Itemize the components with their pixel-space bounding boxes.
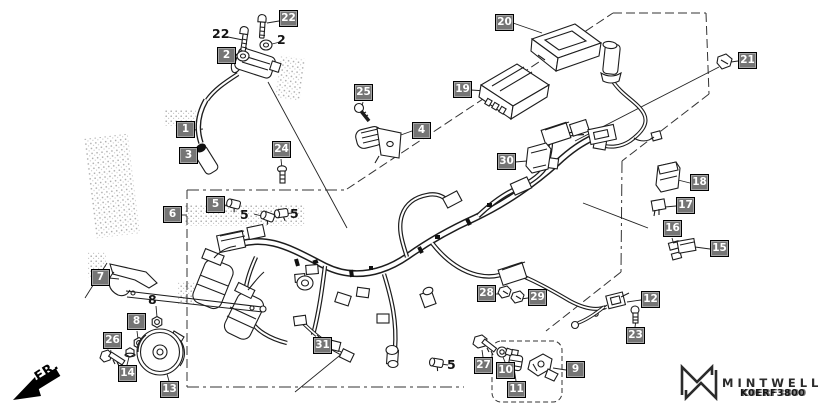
clip-28 (497, 285, 512, 299)
part-callout-26[interactable]: 26 (103, 332, 122, 349)
part-callout-17[interactable]: 17 (676, 197, 695, 214)
part-callout-1[interactable]: 1 (176, 121, 195, 138)
relay-18 (655, 161, 681, 193)
part-label-22: 22 (212, 26, 230, 41)
battery-terminal-9 (527, 353, 559, 382)
part-callout-31[interactable]: 31 (313, 337, 332, 354)
fr-arrow-icon (13, 368, 61, 400)
washer-14 (124, 347, 136, 358)
part-label-5: 5 (240, 207, 249, 222)
diagram-part-code: K0ERF3800 (740, 388, 806, 399)
bolt-27 (472, 334, 498, 356)
coil-canister (192, 245, 265, 340)
nut-8-upper (151, 315, 163, 329)
part-callout-21[interactable]: 21 (738, 52, 757, 69)
part-callout-27[interactable]: 27 (474, 357, 493, 374)
bolt-24 (276, 165, 288, 184)
part-callout-19[interactable]: 19 (453, 81, 472, 98)
part-callout-30[interactable]: 30 (497, 153, 516, 170)
horn-13 (136, 328, 186, 376)
part-callout-2[interactable]: 2 (217, 47, 236, 64)
part-callout-16[interactable]: 16 (663, 220, 682, 237)
part-callout-14[interactable]: 14 (118, 365, 137, 382)
fuse-15 (672, 237, 697, 254)
part-callout-10[interactable]: 10 (496, 362, 515, 379)
part-callout-22[interactable]: 22 (279, 10, 298, 27)
part-callout-12[interactable]: 12 (641, 291, 660, 308)
part-callout-23[interactable]: 23 (626, 327, 645, 344)
mintwell-logo-icon (680, 363, 718, 402)
part-callout-8[interactable]: 8 (127, 313, 146, 330)
bolt-23 (630, 305, 640, 324)
part-callout-11[interactable]: 11 (507, 381, 526, 398)
brand-name: MINTWELL (722, 376, 822, 390)
relay-17 (650, 198, 667, 217)
leader-lines (84, 20, 739, 393)
part-callout-9[interactable]: 9 (566, 361, 585, 378)
brand-watermark: MINTWELL K0ERF3800 (678, 362, 818, 408)
part-callout-20[interactable]: 20 (495, 14, 514, 31)
stay-bracket-7 (108, 263, 267, 313)
ecu-module-20 (530, 23, 603, 73)
sensor-lead-assembly (592, 40, 663, 151)
clip-29 (510, 290, 525, 304)
part-callout-6[interactable]: 6 (163, 206, 182, 223)
part-label-5: 5 (290, 206, 299, 221)
switch-12 (570, 291, 630, 330)
part-callout-25[interactable]: 25 (354, 84, 373, 101)
relay-bracket-30 (525, 142, 552, 174)
screw-25 (353, 102, 371, 123)
front-direction-indicator: FR. (6, 358, 86, 408)
part-callout-4[interactable]: 4 (412, 122, 431, 139)
part-callout-3[interactable]: 3 (179, 147, 198, 164)
part-callout-18[interactable]: 18 (690, 174, 709, 191)
grommet-2-left (236, 50, 250, 62)
part-callout-28[interactable]: 28 (477, 285, 496, 302)
part-label-2: 2 (277, 32, 286, 47)
bracket-4 (355, 126, 402, 164)
part-label-5: 5 (447, 357, 456, 372)
clip-21 (716, 53, 733, 70)
grommet-2-right (259, 39, 273, 51)
harness-clip-5 (226, 198, 444, 372)
part-callout-5[interactable]: 5 (206, 196, 225, 213)
bolt-22-right (257, 14, 267, 39)
part-callout-15[interactable]: 15 (710, 240, 729, 257)
part-label-8: 8 (148, 292, 157, 307)
connector-block (215, 118, 618, 369)
part-callout-13[interactable]: 13 (160, 381, 179, 398)
ecu-module-19 (478, 63, 551, 121)
part-callout-29[interactable]: 29 (528, 289, 547, 306)
part-callout-24[interactable]: 24 (272, 141, 291, 158)
part-callout-7[interactable]: 7 (91, 269, 110, 286)
